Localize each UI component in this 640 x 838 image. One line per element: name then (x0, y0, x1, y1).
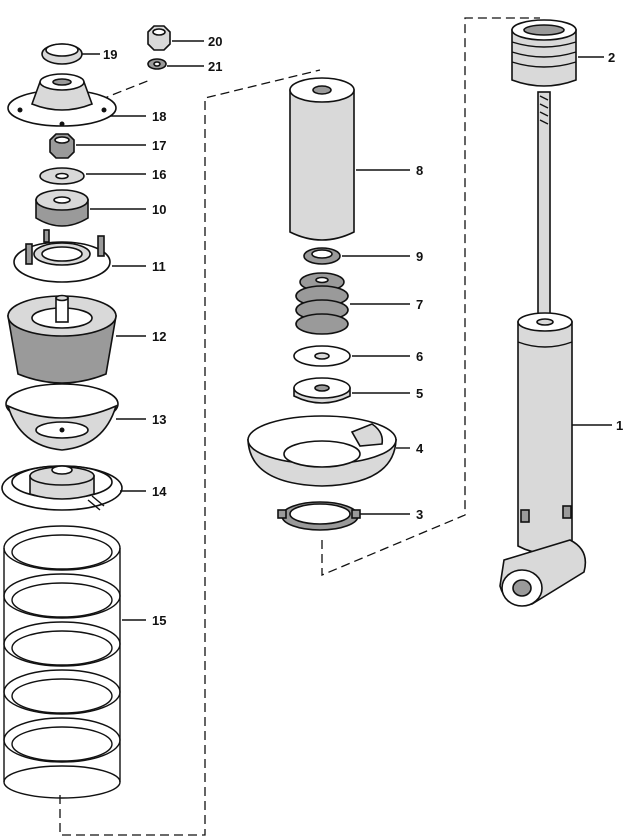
part-13-spring-cup (5, 383, 119, 451)
callout-17: 17 (152, 138, 166, 153)
part-4-lower-spring-seat (247, 415, 397, 487)
assembly-guide-top-left (99, 79, 151, 101)
callout-14: 14 (152, 484, 167, 499)
assembly-guide-left (59, 69, 321, 836)
part-8-dust-boot (289, 77, 355, 241)
part-18-top-plate (7, 73, 117, 127)
part-14-spring-seat (1, 465, 123, 511)
callout-12: 12 (152, 329, 166, 344)
part-1-shock-absorber (499, 91, 587, 607)
part-16-washer (39, 167, 85, 185)
callout-13: 13 (152, 412, 166, 427)
part-11-mounting-plate (13, 229, 111, 283)
part-2-top-cap (511, 19, 577, 87)
callout-1: 1 (616, 418, 623, 433)
callout-2: 2 (608, 50, 615, 65)
part-17-nut (49, 133, 75, 159)
part-21-washer (147, 58, 167, 70)
part-6-washer (293, 345, 351, 367)
part-10-rubber-bushing (35, 189, 89, 227)
callout-11: 11 (152, 259, 166, 274)
callout-8: 8 (416, 163, 423, 178)
part-7-bump-rubber (295, 272, 349, 335)
callout-16: 16 (152, 167, 166, 182)
part-9-washer (303, 247, 341, 265)
callout-3: 3 (416, 507, 423, 522)
part-15-coil-spring (3, 525, 121, 799)
callout-20: 20 (208, 34, 222, 49)
callout-18: 18 (152, 109, 166, 124)
callout-5: 5 (416, 386, 423, 401)
callout-10: 10 (152, 202, 166, 217)
part-20-nut (147, 25, 171, 51)
callout-4: 4 (416, 441, 424, 456)
part-5-spacer (293, 377, 351, 404)
callout-9: 9 (416, 249, 423, 264)
callout-15: 15 (152, 613, 166, 628)
callout-21: 21 (208, 59, 222, 74)
callout-7: 7 (416, 297, 423, 312)
part-12-bump-stop (7, 294, 117, 384)
callout-19: 19 (103, 47, 117, 62)
part-3-lock-ring (277, 501, 361, 531)
assembly-guide-middle (321, 17, 540, 576)
callout-6: 6 (416, 349, 423, 364)
leader-lines (76, 40, 612, 621)
part-19-cap (41, 43, 83, 65)
